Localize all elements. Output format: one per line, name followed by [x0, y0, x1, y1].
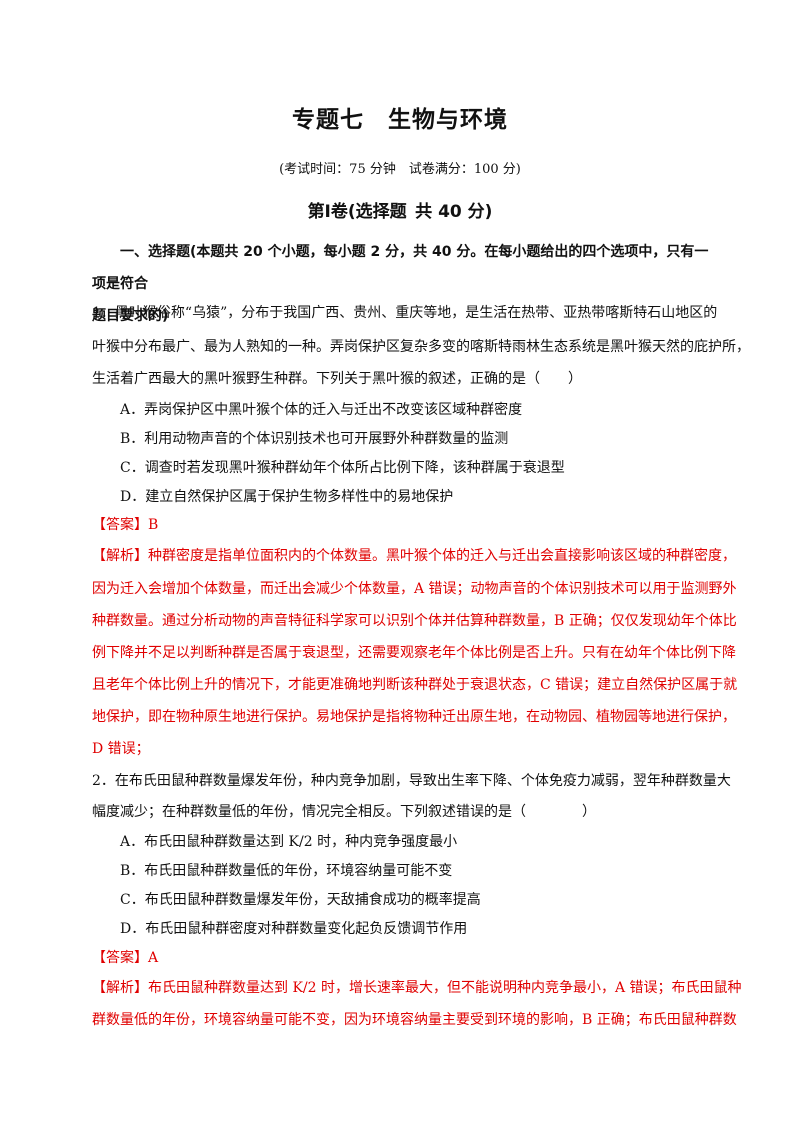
- option-d: D．布氏田鼠种群密度对种群数量变化起负反馈调节作用: [120, 921, 468, 937]
- option-a: A．布氏田鼠种群数量达到 K/2 时，种内竞争强度最小: [120, 834, 458, 850]
- question-stem-line: 幅度减少；在种群数量低的年份，情况完全相反。下列叙述错误的是（ ）: [92, 804, 596, 820]
- document-title: 专题七 生物与环境: [292, 107, 508, 133]
- analysis-line: 地保护，即在物种原生地进行保护。易地保护是指将物种迁出原生地，在动物园、植物园等…: [92, 709, 736, 725]
- answer: 【答案】A: [92, 950, 159, 966]
- answer: 【答案】B: [92, 517, 159, 533]
- analysis-line: 种群数量。通过分析动物的声音特征科学家可以识别个体并估算种群数量，B 正确；仅仅…: [92, 613, 737, 629]
- analysis-line: 【解析】布氏田鼠种群数量达到 K/2 时，增长速率最大，但不能说明种内竞争最小，…: [92, 980, 742, 996]
- analysis-line: 【解析】种群密度是指单位面积内的个体数量。黑叶猴个体的迁入与迁出会直接影响该区域…: [92, 548, 736, 564]
- question-stem-line: 叶猴中分布最广、最为人熟知的一种。弄岗保护区复杂多变的喀斯特雨林生态系统是黑叶猴…: [92, 339, 750, 355]
- option-a: A．弄岗保护区中黑叶猴个体的迁入与迁出不改变该区域种群密度: [120, 402, 523, 418]
- analysis-line: D 错误；: [92, 741, 150, 757]
- instruction-line: 一、选择题(本题共 20 个小题，每小题 2 分，共 40 分。在每小题给出的四…: [92, 244, 709, 292]
- section-instructions: 一、选择题(本题共 20 个小题，每小题 2 分，共 40 分。在每小题给出的四…: [92, 236, 712, 332]
- option-c: C．布氏田鼠种群数量爆发年份，天敌捕食成功的概率提高: [120, 892, 481, 908]
- section-heading: 第Ⅰ卷(选择题 共 40 分): [307, 202, 493, 222]
- question-stem-line: 2．在布氏田鼠种群数量爆发年份，种内竞争加剧，导致出生率下降、个体免疫力减弱，翌…: [92, 773, 731, 789]
- exam-info: (考试时间：75 分钟 试卷满分：100 分): [279, 162, 521, 177]
- option-b: B．利用动物声音的个体识别技术也可开展野外种群数量的监测: [120, 431, 509, 447]
- instruction-line: 题目要求的): [92, 308, 169, 324]
- option-c: C．调查时若发现黑叶猴种群幼年个体所占比例下降，该种群属于衰退型: [120, 460, 565, 476]
- question-stem-line: 1．黑叶猴俗称“乌猿”，分布于我国广西、贵州、重庆等地，是生活在热带、亚热带喀斯…: [92, 305, 718, 321]
- option-d: D．建立自然保护区属于保护生物多样性中的易地保护: [120, 489, 454, 505]
- analysis-line: 群数量低的年份，环境容纳量可能不变，因为环境容纳量主要受到环境的影响，B 正确；…: [92, 1012, 737, 1028]
- option-b: B．布氏田鼠种群数量低的年份，环境容纳量可能不变: [120, 863, 453, 879]
- analysis-line: 因为迁入会增加个体数量，而迁出会减少个体数量，A 错误；动物声音的个体识别技术可…: [92, 581, 737, 597]
- question-stem-line: 生活着广西最大的黑叶猴野生种群。下列关于黑叶猴的叙述，正确的是（ ）: [92, 371, 582, 387]
- analysis-line: 例下降并不足以判断种群是否属于衰退型，还需要观察老年个体比例是否上升。只有在幼年…: [92, 645, 736, 661]
- analysis-line: 且老年个体比例上升的情况下，才能更准确地判断该种群处于衰退状态，C 错误；建立自…: [92, 677, 738, 693]
